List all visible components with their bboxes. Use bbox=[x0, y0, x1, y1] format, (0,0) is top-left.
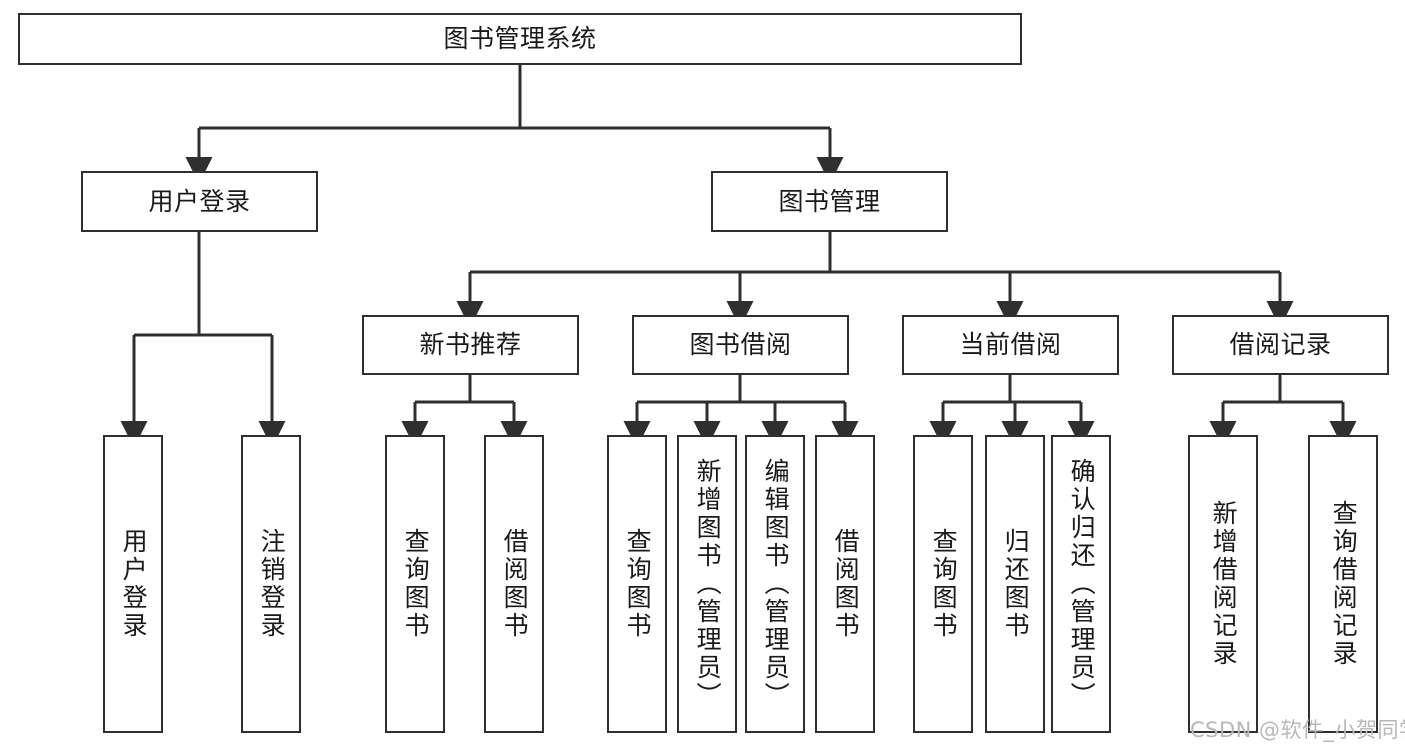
leaf-return-book-label: 归还图书 bbox=[1001, 528, 1031, 640]
leaf-query-borrow-record-label: 查询借阅记录 bbox=[1329, 500, 1359, 668]
leaf-borrow-book-label: 借阅图书 bbox=[831, 528, 861, 640]
leaf-query-borrow-record[interactable]: 查询借阅记录 bbox=[1308, 435, 1378, 733]
leaf-query-book-borrow-label: 查询图书 bbox=[623, 528, 653, 640]
node-user-login-label: 用户登录 bbox=[148, 186, 251, 216]
node-root[interactable]: 图书管理系统 bbox=[18, 13, 1022, 65]
node-book-management-label: 图书管理 bbox=[778, 186, 881, 216]
leaf-query-book-current[interactable]: 查询图书 bbox=[913, 435, 973, 733]
leaf-add-book-admin[interactable]: 新增图书（管理员） bbox=[677, 435, 737, 733]
node-new-book-recommend-label: 新书推荐 bbox=[419, 330, 522, 360]
leaf-borrow-book-recommend-label: 借阅图书 bbox=[500, 528, 530, 640]
leaf-query-book-borrow[interactable]: 查询图书 bbox=[607, 435, 667, 733]
leaf-logout[interactable]: 注销登录 bbox=[241, 435, 301, 733]
leaf-confirm-return-admin[interactable]: 确认归还（管理员） bbox=[1051, 435, 1111, 733]
leaf-user-login-label: 用户登录 bbox=[119, 528, 149, 640]
leaf-borrow-book[interactable]: 借阅图书 bbox=[815, 435, 875, 733]
csdn-watermark: CSDN @软件_小贺同学 bbox=[1190, 718, 1405, 742]
leaf-borrow-book-recommend[interactable]: 借阅图书 bbox=[484, 435, 544, 733]
leaf-query-book-current-label: 查询图书 bbox=[929, 528, 959, 640]
leaf-return-book[interactable]: 归还图书 bbox=[985, 435, 1045, 733]
leaf-user-login[interactable]: 用户登录 bbox=[103, 435, 163, 733]
node-book-borrow[interactable]: 图书借阅 bbox=[632, 315, 849, 375]
node-user-login[interactable]: 用户登录 bbox=[81, 171, 318, 232]
leaf-query-book-recommend[interactable]: 查询图书 bbox=[385, 435, 445, 733]
leaf-edit-book-admin-label: 编辑图书（管理员） bbox=[761, 458, 791, 710]
node-current-borrow[interactable]: 当前借阅 bbox=[902, 315, 1119, 375]
leaf-edit-book-admin[interactable]: 编辑图书（管理员） bbox=[745, 435, 805, 733]
node-book-borrow-label: 图书借阅 bbox=[689, 330, 792, 360]
node-root-label: 图书管理系统 bbox=[443, 24, 597, 54]
node-book-management[interactable]: 图书管理 bbox=[711, 171, 948, 232]
node-borrow-record-label: 借阅记录 bbox=[1229, 330, 1332, 360]
node-new-book-recommend[interactable]: 新书推荐 bbox=[362, 315, 579, 375]
leaf-add-book-admin-label: 新增图书（管理员） bbox=[693, 458, 723, 710]
leaf-confirm-return-admin-label: 确认归还（管理员） bbox=[1067, 458, 1097, 710]
node-current-borrow-label: 当前借阅 bbox=[959, 330, 1062, 360]
node-borrow-record[interactable]: 借阅记录 bbox=[1172, 315, 1389, 375]
leaf-add-borrow-record-label: 新增借阅记录 bbox=[1209, 500, 1239, 668]
leaf-logout-label: 注销登录 bbox=[257, 528, 287, 640]
leaf-query-book-recommend-label: 查询图书 bbox=[401, 528, 431, 640]
leaf-add-borrow-record[interactable]: 新增借阅记录 bbox=[1188, 435, 1258, 733]
